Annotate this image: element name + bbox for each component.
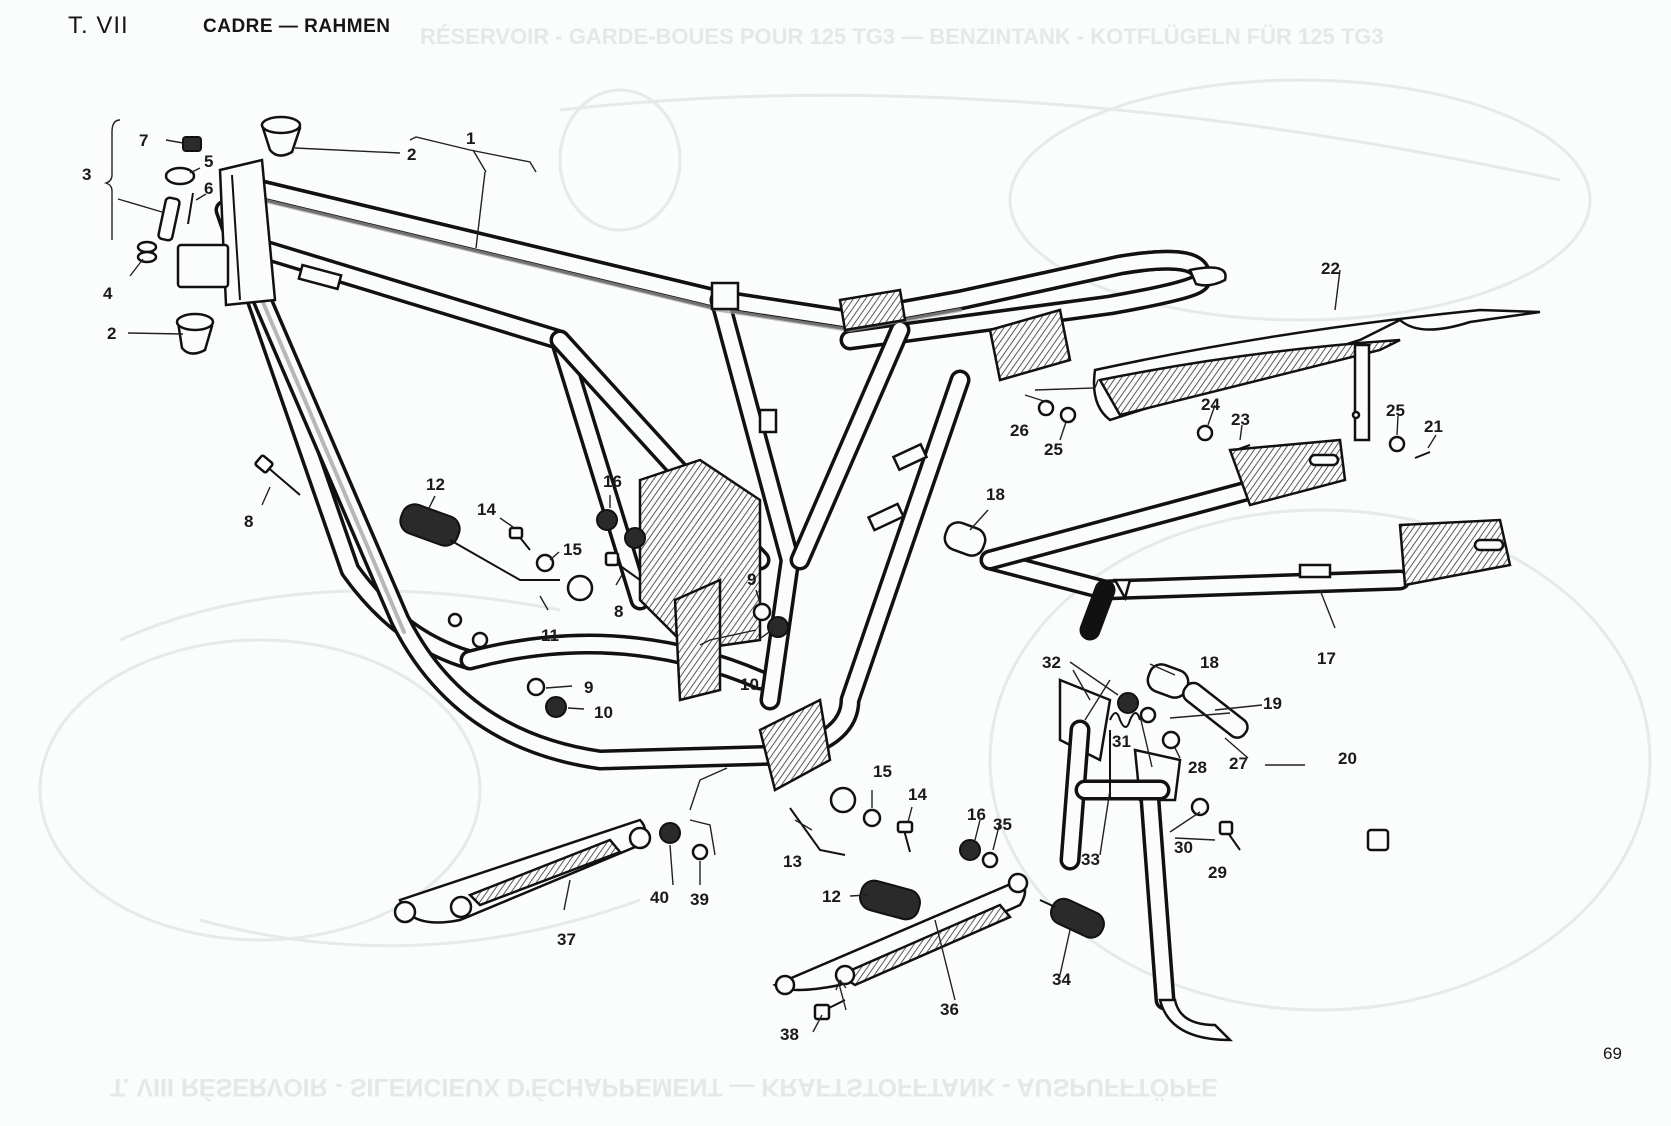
callout-9: 9 [747, 570, 756, 589]
bleed-through-text-top: RÉSERVOIR - GARDE-BOUES POUR 125 TG3 — B… [420, 24, 1384, 49]
steering-parts [136, 115, 302, 355]
callout-4: 4 [103, 284, 113, 303]
callout-38: 38 [780, 1025, 799, 1044]
callout-30: 30 [1174, 838, 1193, 857]
callout-40: 40 [650, 888, 669, 907]
hardware [254, 399, 1431, 1021]
swing-arm [943, 438, 1512, 852]
callout-1: 1 [466, 129, 475, 148]
callout-10: 10 [594, 703, 613, 722]
callout-18: 18 [986, 485, 1005, 504]
callout-10: 10 [740, 675, 759, 694]
callout-26: 26 [1010, 421, 1029, 440]
callout-12: 12 [426, 475, 445, 494]
callout-25: 25 [1386, 401, 1405, 420]
callout-21: 21 [1424, 417, 1443, 436]
plate-number: T. VII [68, 12, 129, 39]
callout-14: 14 [908, 785, 927, 804]
callout-7: 7 [139, 131, 148, 150]
callout-39: 39 [690, 890, 709, 909]
callout-16: 16 [967, 805, 986, 824]
callout-36: 36 [940, 1000, 959, 1019]
callout-11: 11 [541, 626, 559, 645]
callout-27: 27 [1229, 754, 1248, 773]
callout-8: 8 [244, 512, 253, 531]
callout-25: 25 [1044, 440, 1063, 459]
callout-16: 16 [603, 472, 622, 491]
callout-8: 8 [614, 602, 623, 621]
bleed-through-drawing [38, 78, 1652, 1012]
callout-2: 2 [107, 324, 116, 343]
callout-14: 14 [477, 500, 496, 519]
callout-31: 31 [1112, 732, 1131, 751]
page-title: CADRE — RAHMEN [203, 16, 391, 37]
callout-5: 5 [204, 152, 213, 171]
callout-13: 13 [783, 852, 802, 871]
chain-guard [1092, 308, 1541, 442]
callout-33: 33 [1081, 850, 1100, 869]
callout-29: 29 [1208, 863, 1227, 882]
callout-labels: 1 2 2 3 4 5 6 7 8 8 9 9 10 10 11 12 12 1… [82, 129, 1443, 1044]
callout-15: 15 [873, 762, 892, 781]
callout-24: 24 [1201, 395, 1220, 414]
callout-18: 18 [1200, 653, 1219, 672]
callout-22: 22 [1321, 259, 1340, 278]
callout-23: 23 [1231, 410, 1250, 429]
callout-12: 12 [822, 887, 841, 906]
centre-stand [1058, 678, 1234, 1042]
callout-9: 9 [584, 678, 593, 697]
callout-3: 3 [82, 165, 91, 184]
callout-20: 20 [1338, 749, 1357, 768]
leader-lines [103, 119, 1437, 1033]
callout-28: 28 [1188, 758, 1207, 777]
callout-35: 35 [993, 815, 1012, 834]
callout-37: 37 [557, 930, 576, 949]
footrests [393, 503, 1105, 996]
callout-34: 34 [1052, 970, 1071, 989]
callout-6: 6 [204, 179, 213, 198]
callout-2: 2 [407, 145, 416, 164]
callout-32: 32 [1042, 653, 1061, 672]
callout-15: 15 [563, 540, 582, 559]
callout-17: 17 [1317, 649, 1336, 668]
page-number: 69 [1603, 1044, 1622, 1063]
callout-19: 19 [1263, 694, 1282, 713]
